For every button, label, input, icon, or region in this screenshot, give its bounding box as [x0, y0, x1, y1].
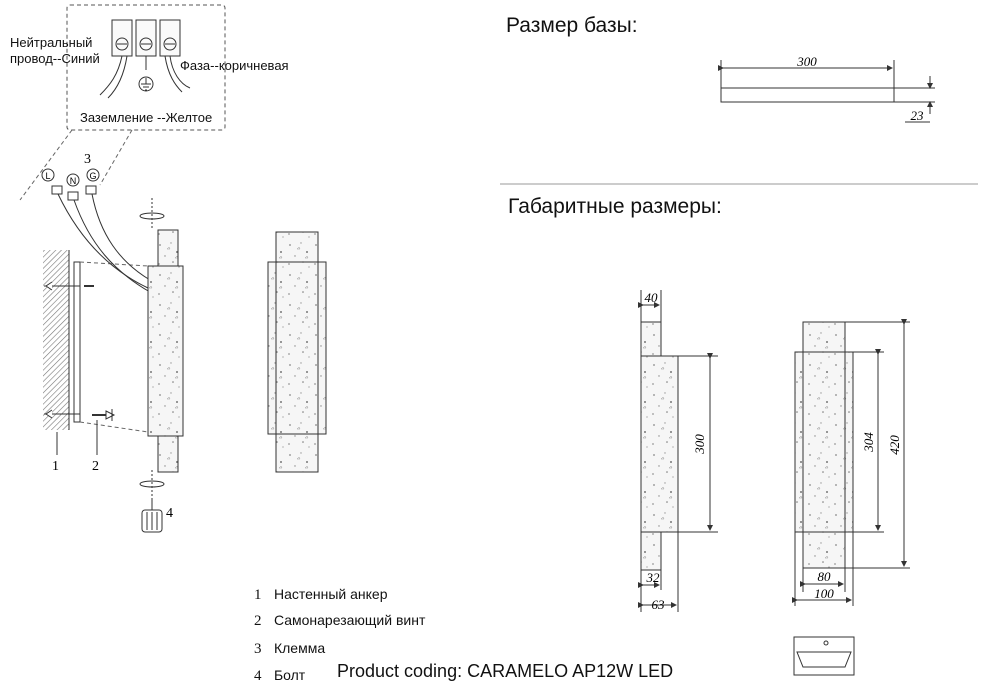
neutral-wire-label: Нейтральный провод--Синий [10, 35, 100, 66]
legend-label: Настенный анкер [273, 586, 388, 602]
front-inner-width-label: 80 [818, 569, 832, 584]
terminal-letter-n: N [70, 176, 77, 186]
screw-icon [84, 285, 116, 421]
front-total-height-label: 420 [887, 435, 902, 455]
terminal-letter-g: G [89, 171, 96, 181]
base-plate [720, 87, 895, 103]
side-view-drawing: 40 300 32 63 [638, 290, 718, 612]
callout-number-1: 1 [52, 459, 59, 474]
front-view-drawing: 304 420 80 100 [792, 319, 910, 606]
legend-number: 2 [254, 613, 262, 629]
callout-number-3: 3 [84, 152, 91, 167]
legend-number: 1 [254, 587, 262, 603]
lamp-body-exploded [147, 265, 184, 437]
lamp-front-middle [267, 231, 327, 473]
legend-number: 4 [254, 668, 262, 684]
terminal-icon [41, 168, 151, 293]
mounting-bracket [73, 261, 81, 423]
side-bottom-inner-label: 32 [646, 570, 661, 585]
callout-number-2: 2 [92, 459, 99, 474]
base-profile-drawing [793, 636, 855, 676]
overall-dimensions-heading: Габаритные размеры: [508, 195, 722, 218]
side-bottom-outer-label: 63 [652, 597, 666, 612]
screwdriver-icon [141, 500, 163, 533]
anchor-icon [44, 281, 80, 419]
ground-wire-label: Заземление --Желтое [80, 110, 213, 125]
legend-number: 3 [254, 641, 262, 657]
terminal-block-icon [99, 19, 191, 99]
product-coding: Product coding: CARAMELO AP12W LED [337, 661, 674, 681]
phase-wire-label: Фаза--коричневая [180, 58, 289, 73]
legend-label: Клемма [273, 640, 326, 656]
base-length-label: 300 [796, 54, 817, 69]
front-total-width-label: 100 [814, 586, 834, 601]
wiring-callout [19, 4, 226, 201]
bolt-icon [139, 198, 165, 500]
installation-view: L N G [41, 168, 184, 533]
legend-item: 1 Настенный анкер [254, 586, 388, 604]
front-inner-height-label: 304 [861, 432, 876, 453]
wall-hatch [43, 250, 69, 430]
base-height-label: 23 [911, 108, 925, 123]
legend-label: Самонарезающий винт [273, 612, 426, 628]
terminal-letter-l: L [45, 171, 50, 181]
base-size-drawing: 300 23 [718, 54, 935, 123]
callout-number-4: 4 [166, 506, 173, 521]
legend-label: Болт [273, 667, 306, 683]
side-top-width-label: 40 [645, 290, 659, 305]
base-size-heading: Размер базы: [506, 14, 638, 37]
legend-item: 3 Клемма [254, 640, 325, 658]
side-height-label: 300 [692, 434, 707, 455]
legend-item: 4 Болт [254, 667, 305, 685]
legend-item: 2 Самонарезающий винт [254, 612, 425, 630]
